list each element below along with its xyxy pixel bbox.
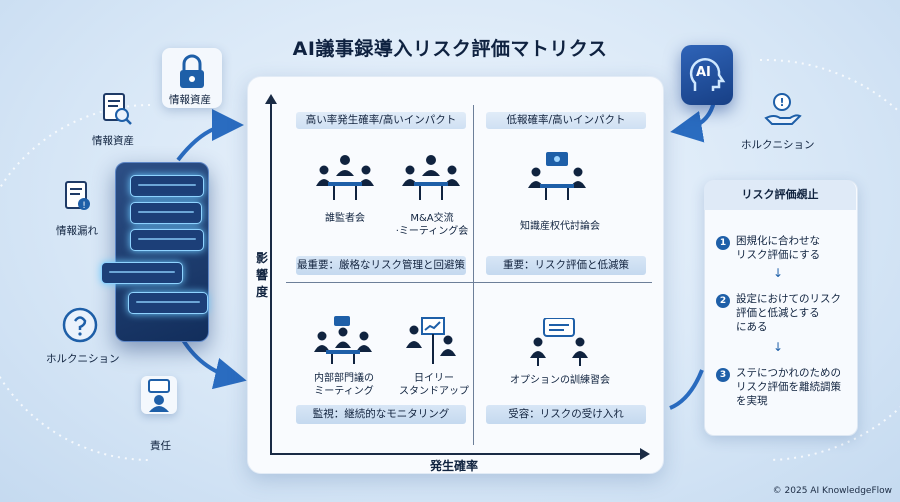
arrow-down-icon: ↓ [773,266,784,280]
arrow-bottom-right [669,369,704,410]
quadrant-divider-vertical [473,105,474,445]
quadrant-footer-top-left: 最重要：厳格なリスク管理と回避策 [296,256,466,275]
chat-bubble [130,175,204,197]
quadrant-header-top-left: 高い率発生確率/高いインパクト [296,112,466,129]
caption-audit-meeting: 誰監者会 [325,213,365,224]
meeting-table-icon [314,316,372,364]
step-text: ステにつかれのための リスク評価を離続調策 を実現 [736,367,841,407]
meeting-table-icon [402,155,460,200]
svg-text:!: ! [779,96,784,109]
step-number: 2 [716,294,730,308]
copyright-text: © 2025 AI KnowledgeFlow [772,486,892,496]
standup-presentation-icon [406,317,456,364]
meeting-table-icon [316,155,374,200]
label-info-leak: 情報漏れ [56,225,98,237]
training-chat-icon [530,318,588,366]
quadrant-footer-bottom-left: 監視：継続的なモニタリング [296,405,466,424]
step-number: 3 [716,368,730,382]
label-hallucination-right: ホルクニション [741,139,815,151]
page-title: AI議事録導入リスク評価マトリクス [292,38,608,60]
caption-daily-standup: 日イリー スタンドアップ [399,373,469,397]
label-hallucination-left: ホルクニション [46,353,120,365]
head-question-icon [60,305,100,349]
y-axis-arrow [265,94,277,104]
svg-text:!: ! [82,201,86,211]
caption-optional-training: オプションの訓練習会 [510,375,610,386]
chat-bubble [128,292,208,314]
quadrant-footer-bottom-right: 受容：リスクの受け入れ [486,405,646,424]
quadrant-header-top-right: 低報確率/高いインパクト [486,112,646,129]
ai-head-icon: AI [681,45,733,105]
step-text: 困規化に合わせな リスク評価にする [736,235,821,261]
caption-internal-meeting: 内部部門議の ミーティング [314,373,374,397]
arrow-top-left [176,109,244,162]
risk-steps-title: リスク評価覕止 [704,180,856,210]
risk-steps-panel [704,180,858,436]
caption-ma-meeting: M&A交流 ·ミーティング会 [395,213,469,237]
label-info-asset: 情報資産 [92,135,134,147]
step-text: 設定におけてのリスク 評価と低減とする にある [736,293,841,333]
label-info-asset-top: 情報資産 [169,94,211,106]
quadrant-footer-top-right: 重要：リスク評価と低減策 [486,256,646,275]
x-axis-label: 発生確率 [430,459,479,473]
label-responsibility: 責任 [150,440,171,452]
user-comment-icon [141,376,177,414]
document-search-icon [100,92,134,132]
step-number: 1 [716,236,730,250]
y-axis [270,100,272,455]
x-axis [270,453,642,455]
arrow-down-icon: ↓ [773,340,784,354]
chat-bubble [130,202,202,224]
x-axis-arrow [640,448,650,460]
presentation-meeting-icon [528,152,586,200]
y-axis-label: 影響度 [255,251,268,299]
document-alert-icon: ! [62,180,96,220]
hand-alert-icon: ! [762,92,802,130]
ai-icon-text: AI [696,65,711,80]
caption-ip-discussion: 知識産权代討論会 [520,221,600,232]
chat-bubble [130,229,204,251]
lock-icon [162,48,222,108]
quadrant-divider-horizontal [286,282,652,283]
chat-bubble [101,262,183,284]
